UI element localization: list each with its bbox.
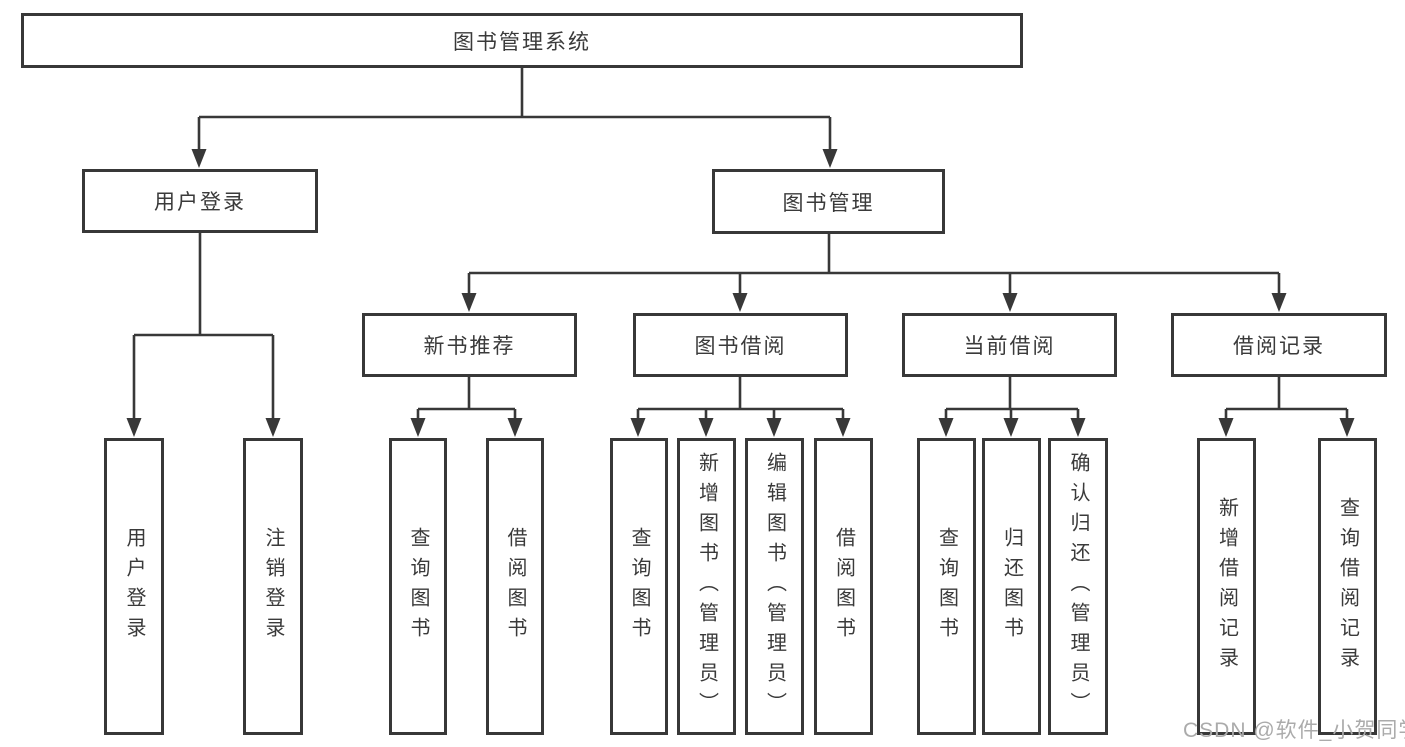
leaf-label: 查询图书 [935,526,958,647]
node-label: 图书管理 [782,191,875,215]
leaf-logout: 注销登录 [243,438,303,735]
leaf-query-book-current: 查询图书 [917,438,976,735]
leaf-label: 编辑图书（管理员） [763,451,786,722]
leaf-borrow-book: 借阅图书 [814,438,873,735]
node-label: 用户登录 [154,191,246,214]
csdn-watermark: CSDN @软件_小贺同学 [1183,719,1405,742]
leaf-label: 归还图书 [1000,526,1023,647]
node-book-borrow: 图书借阅 [633,313,848,377]
node-library-management-system: 图书管理系统 [21,13,1023,68]
leaf-confirm-return-admin: 确认归还（管理员） [1048,438,1108,735]
leaf-label: 借阅图书 [832,526,855,647]
node-label: 图书借阅 [694,335,787,358]
leaf-borrow-book-recommend: 借阅图书 [486,438,544,735]
node-new-book-recommend: 新书推荐 [362,313,577,377]
leaf-label: 查询借阅记录 [1336,496,1359,677]
node-label: 当前借阅 [963,335,1056,358]
node-current-borrow: 当前借阅 [902,313,1117,377]
node-user-login: 用户登录 [82,169,318,233]
leaf-label: 用户登录 [123,526,145,647]
node-label: 新书推荐 [423,335,516,358]
leaf-add-borrow-record: 新增借阅记录 [1197,438,1256,735]
leaf-query-borrow-record: 查询借阅记录 [1318,438,1377,735]
node-book-management: 图书管理 [712,169,945,234]
arrowhead-icons [126,149,1355,437]
leaf-query-book-recommend: 查询图书 [389,438,447,735]
leaf-label: 新增借阅记录 [1215,496,1238,677]
leaf-add-book-admin: 新增图书（管理员） [677,438,736,735]
leaf-label: 新增图书（管理员） [695,451,718,722]
leaf-label: 查询图书 [628,526,650,647]
leaf-label: 确认归还（管理员） [1067,451,1089,722]
leaf-label: 注销登录 [262,526,284,647]
leaf-return-book: 归还图书 [982,438,1041,735]
leaf-label: 借阅图书 [504,526,526,647]
node-label: 图书管理系统 [453,30,591,54]
leaf-edit-book-admin: 编辑图书（管理员） [745,438,804,735]
node-label: 借阅记录 [1233,335,1325,358]
leaf-user-login: 用户登录 [104,438,164,735]
leaf-label: 查询图书 [407,526,429,647]
leaf-query-book-borrow: 查询图书 [610,438,668,735]
node-borrow-records: 借阅记录 [1171,313,1387,377]
